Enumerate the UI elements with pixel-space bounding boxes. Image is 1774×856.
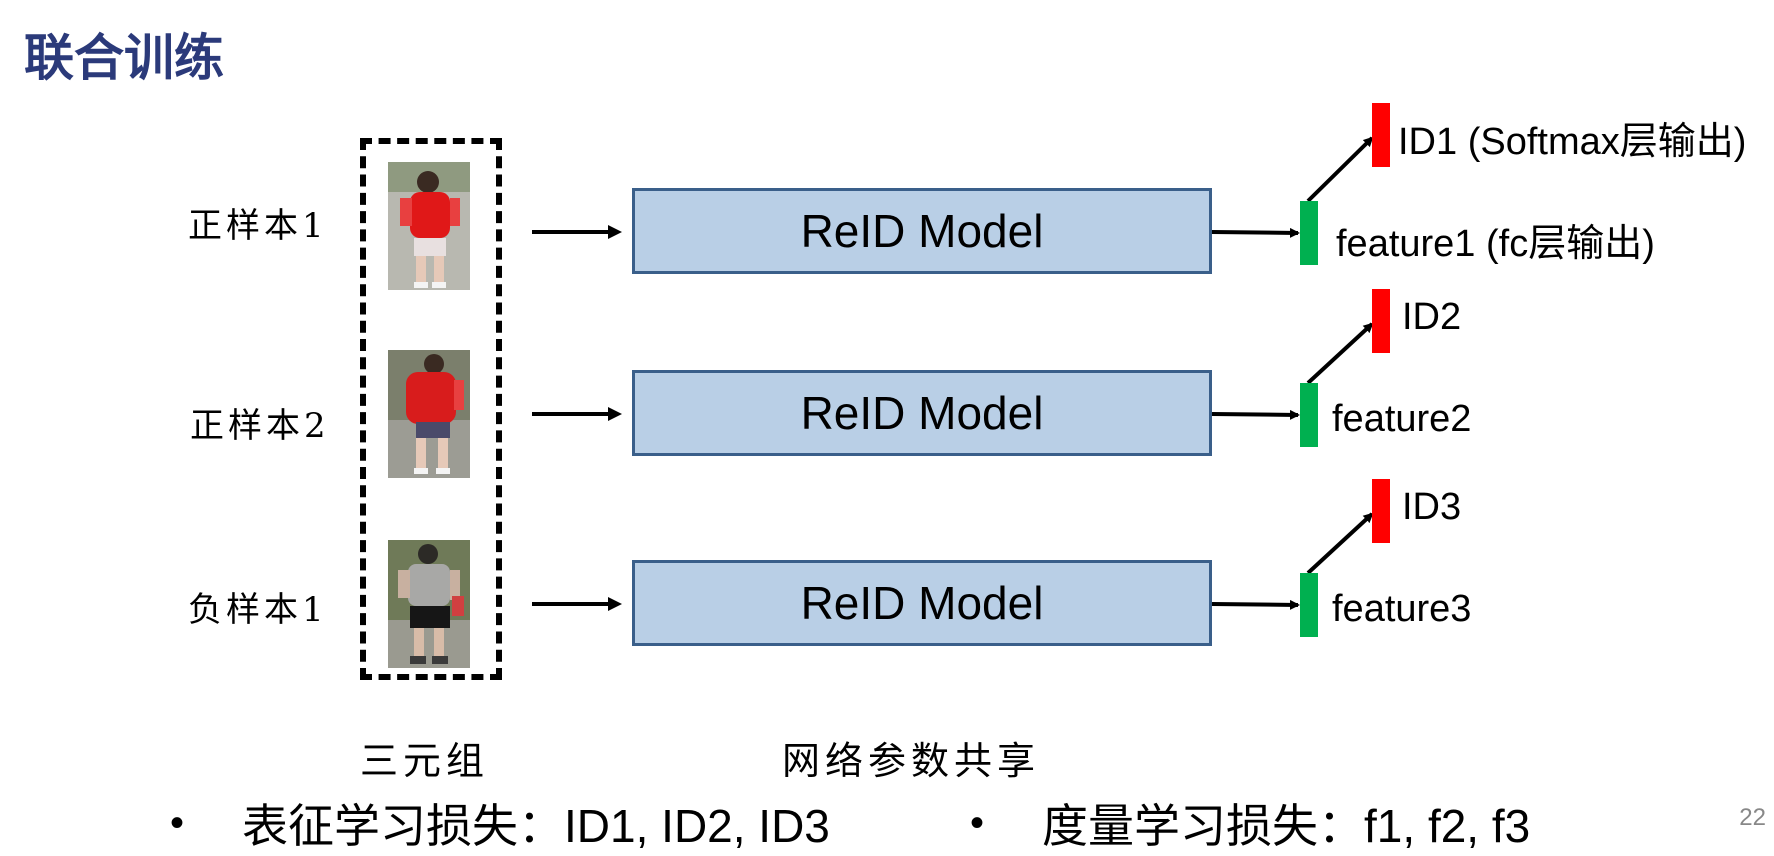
reid-model-label-2: ReID Model bbox=[800, 387, 1044, 439]
arrow-to-model-2 bbox=[532, 412, 612, 416]
feature-label-2: feature2 bbox=[1332, 398, 1472, 440]
reid-model-box-2: ReID Model bbox=[632, 370, 1212, 456]
arrow-head-to-model-2 bbox=[608, 407, 622, 421]
bullet-text-1: 表征学习损失：ID1, ID2, ID3 bbox=[242, 800, 830, 852]
feature-bar-2 bbox=[1300, 383, 1318, 447]
page-number: 22 bbox=[1739, 804, 1766, 831]
bullet-metric-loss: • 度量学习损失：f1, f2, f3 bbox=[970, 790, 1530, 856]
feature-label-3: feature3 bbox=[1332, 588, 1472, 630]
arrow-model-to-feature-1 bbox=[1211, 227, 1300, 238]
feature-label-1: feature1 (fc层输出) bbox=[1336, 223, 1655, 265]
id-bar-1 bbox=[1372, 103, 1390, 167]
shared-params-caption: 网络参数共享 bbox=[782, 739, 1041, 783]
arrow-model-to-feature-3 bbox=[1211, 599, 1300, 610]
triplet-caption: 三元组 bbox=[360, 739, 490, 783]
id-bar-2 bbox=[1372, 289, 1390, 353]
id-bar-3 bbox=[1372, 479, 1390, 543]
person-image-positive-1 bbox=[388, 162, 470, 290]
bullet-representation-loss: • 表征学习损失：ID1, ID2, ID3 bbox=[170, 790, 830, 856]
bullet-marker-2: • bbox=[970, 800, 985, 845]
row-label-positive-2: 正样本2 bbox=[190, 406, 330, 446]
triplet-dashed-box bbox=[360, 138, 502, 680]
feature-bar-1 bbox=[1300, 201, 1318, 265]
arrow-to-model-1 bbox=[532, 230, 612, 234]
feature-bar-3 bbox=[1300, 573, 1318, 637]
id-label-2: ID2 bbox=[1402, 296, 1462, 338]
arrow-head-to-model-3 bbox=[608, 597, 622, 611]
person-image-negative-1 bbox=[388, 540, 470, 668]
arrow-head-to-model-1 bbox=[608, 225, 622, 239]
arrow-feature-to-id-2 bbox=[1306, 322, 1374, 385]
slide-title: 联合训练 bbox=[24, 30, 224, 86]
row-label-positive-1: 正样本1 bbox=[188, 206, 328, 246]
reid-model-label-1: ReID Model bbox=[800, 205, 1044, 257]
reid-model-box-1: ReID Model bbox=[632, 188, 1212, 274]
bullet-marker-1: • bbox=[170, 800, 185, 845]
id-label-3: ID3 bbox=[1402, 486, 1462, 528]
arrow-to-model-3 bbox=[532, 602, 612, 606]
person-image-positive-2 bbox=[388, 350, 470, 478]
reid-model-label-3: ReID Model bbox=[800, 577, 1044, 629]
arrow-feature-to-id-3 bbox=[1306, 512, 1374, 575]
arrow-model-to-feature-2 bbox=[1211, 409, 1300, 420]
bullet-text-2: 度量学习损失：f1, f2, f3 bbox=[1042, 800, 1531, 852]
reid-model-box-3: ReID Model bbox=[632, 560, 1212, 646]
id-label-1: ID1 (Softmax层输出) bbox=[1398, 121, 1747, 163]
arrow-feature-to-id-1 bbox=[1306, 136, 1374, 203]
row-label-negative-1: 负样本1 bbox=[188, 590, 328, 630]
